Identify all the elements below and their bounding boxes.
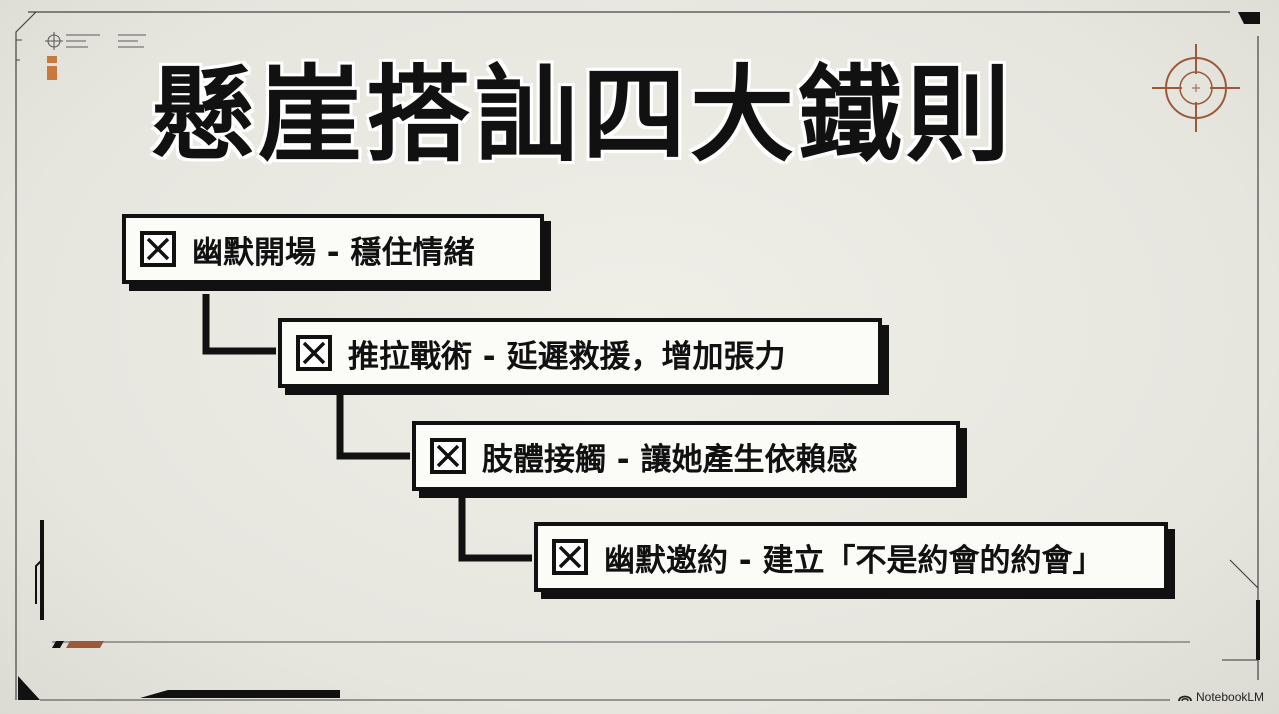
step-4: 幽默邀約 - 建立「不是約會的約會」 (534, 522, 1168, 592)
step-3: 肢體接觸 - 讓她產生依賴感 (412, 421, 960, 491)
step-1: 幽默開場 - 穩住情緒 (122, 214, 544, 284)
step-3-label: 肢體接觸 - 讓她產生依賴感 (482, 441, 858, 478)
brand-watermark: NotebookLM (1178, 690, 1264, 704)
tech-label-decoration (66, 34, 146, 48)
step-1-label: 幽默開場 - 穩住情緒 (192, 234, 475, 271)
page-title: 懸崖搭訕四大鐵則 (150, 54, 1015, 176)
notebooklm-logo-icon (1178, 695, 1192, 702)
x-box-icon (552, 539, 588, 575)
step-2: 推拉戰術 - 延遲救援，增加張力 (278, 318, 882, 388)
brand-label: NotebookLM (1196, 690, 1265, 704)
step-2-label: 推拉戰術 - 延遲救援，增加張力 (348, 338, 786, 375)
x-box-icon (430, 438, 466, 474)
x-box-icon (140, 231, 176, 267)
step-4-label: 幽默邀約 - 建立「不是約會的約會」 (604, 542, 1104, 579)
x-box-icon (296, 335, 332, 371)
crosshair-icon (1152, 44, 1240, 132)
crosshair-small-icon (45, 32, 63, 50)
